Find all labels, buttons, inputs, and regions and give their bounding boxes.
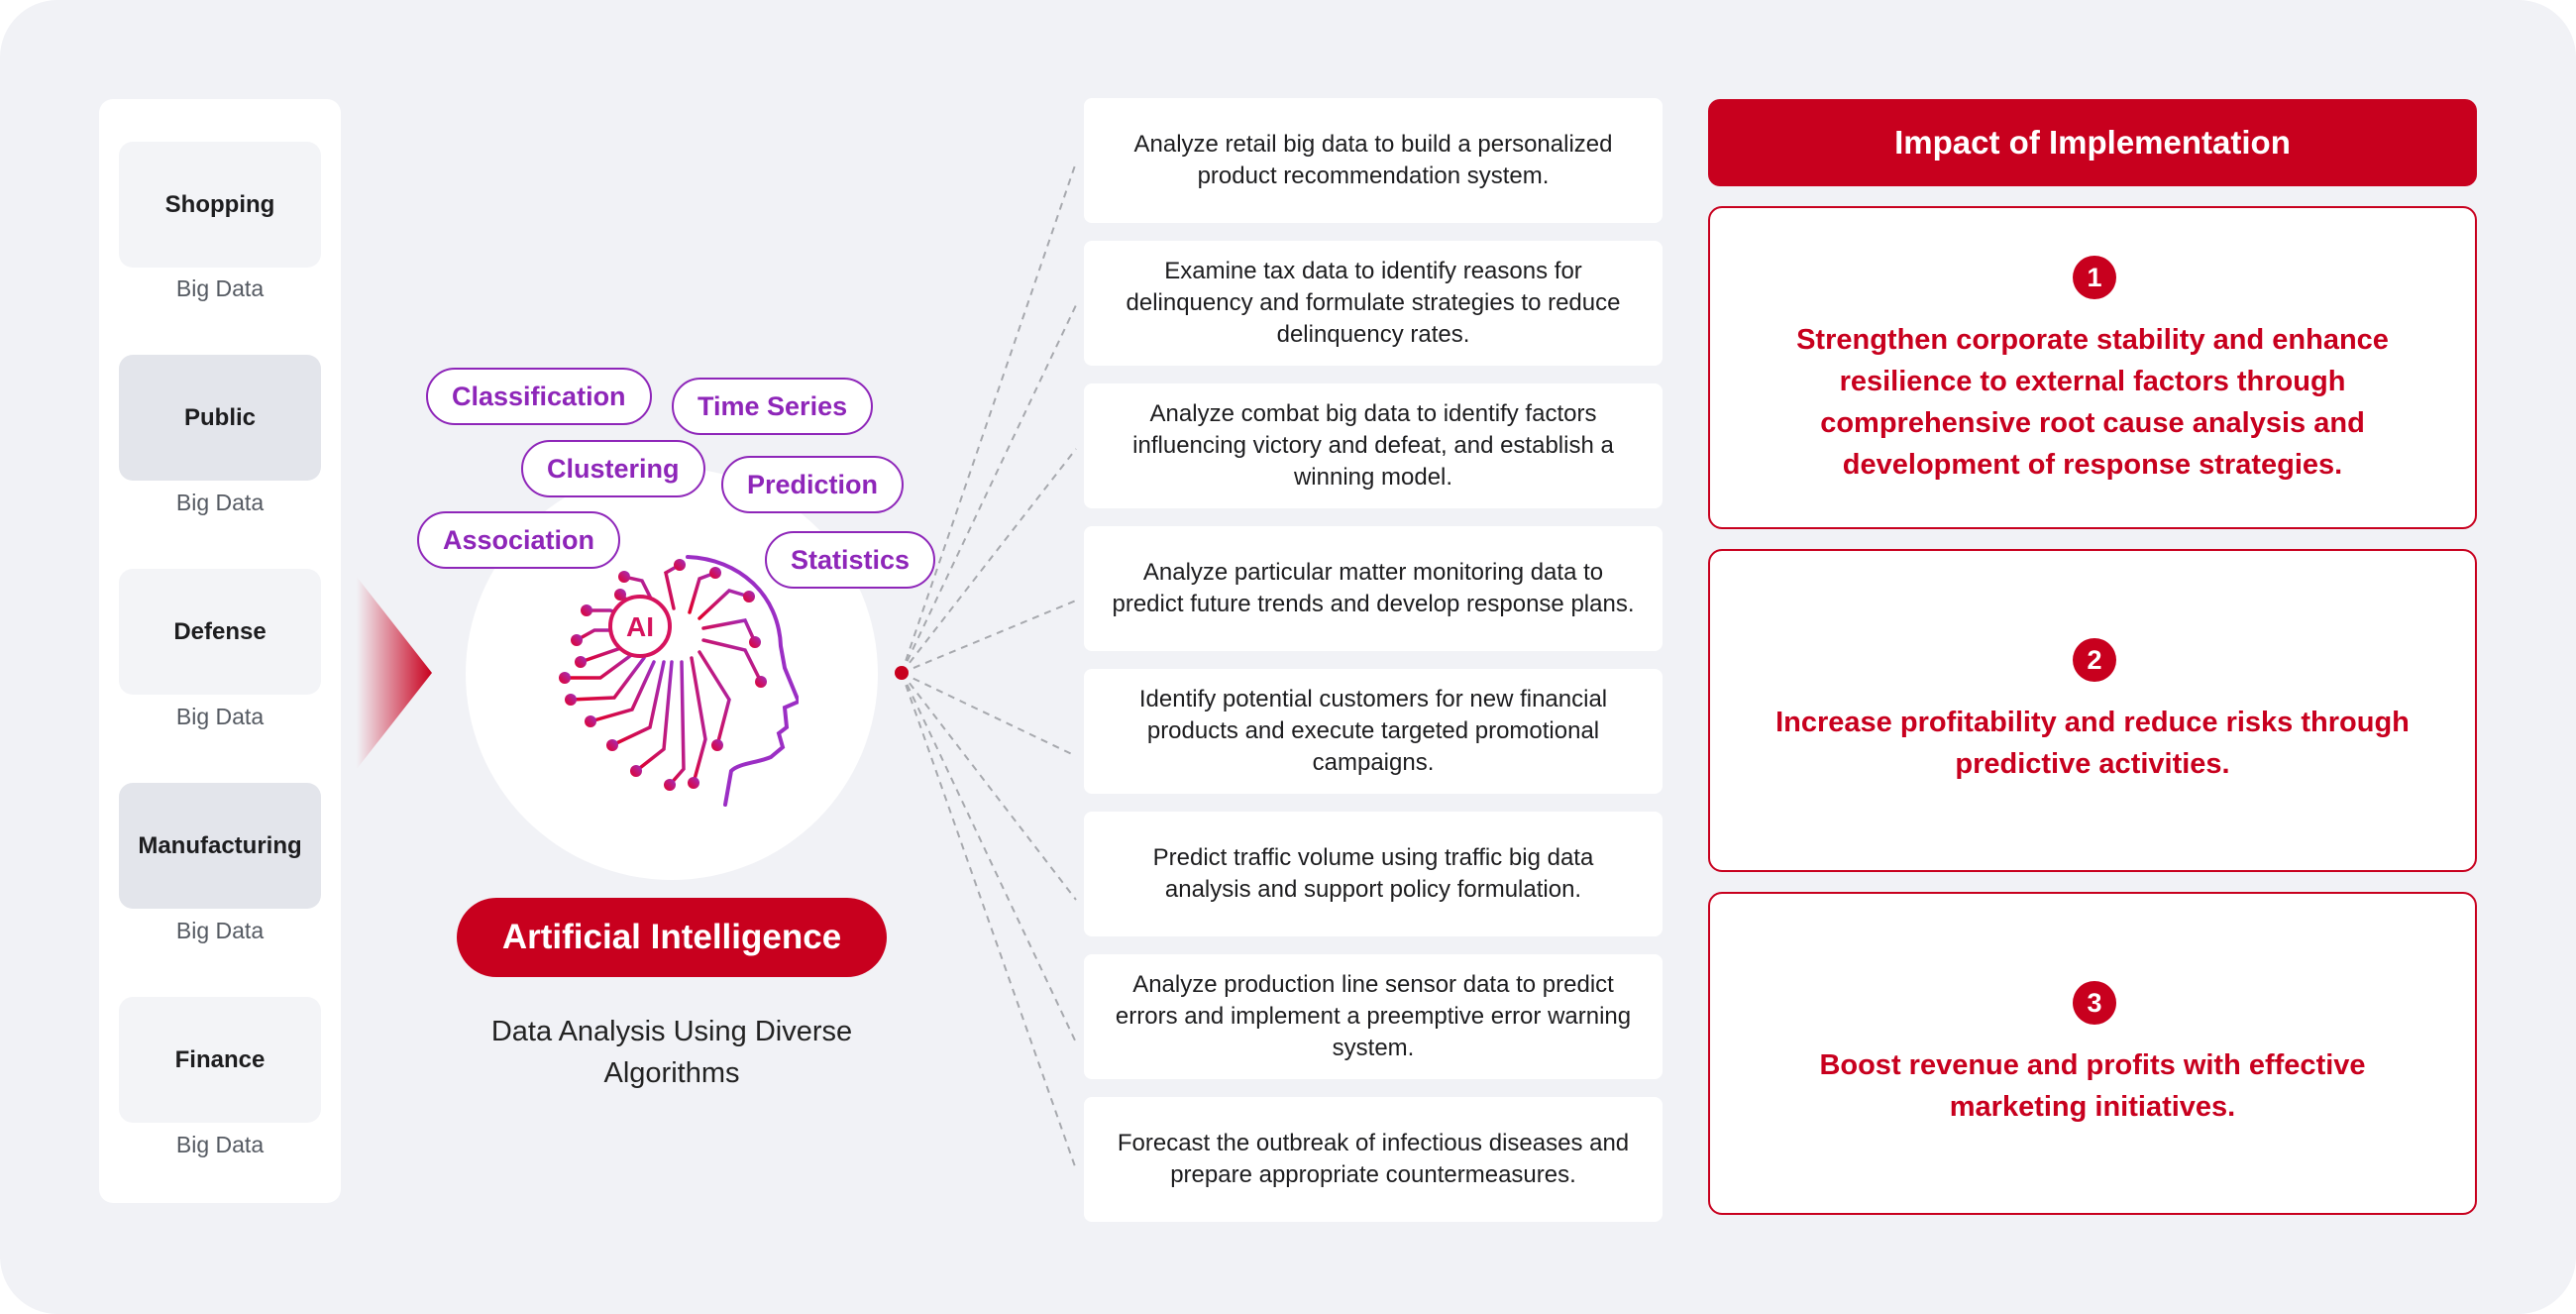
source-box-defense: Defense	[119, 569, 321, 695]
algorithm-pill-classification: Classification	[426, 368, 652, 425]
impact-text: Boost revenue and profits with effective…	[1819, 1049, 2366, 1123]
source-box-public: Public	[119, 355, 321, 481]
source-box-finance: Finance	[119, 997, 321, 1123]
ai-badge-text: AI	[626, 611, 654, 642]
algorithm-pill-clustering: Clustering	[521, 440, 705, 497]
impact-text: Increase profitability and reduce risks …	[1775, 707, 2410, 780]
impact-number-badge: 3	[2073, 981, 2116, 1025]
use-case-item: Predict traffic volume using traffic big…	[1084, 812, 1663, 936]
ai-title: Artificial Intelligence	[457, 898, 887, 977]
impact-header: Impact of Implementation	[1708, 99, 2477, 186]
algorithm-pill-time-series: Time Series	[672, 378, 874, 435]
impact-number-badge: 2	[2073, 638, 2116, 682]
impact-card: 2 Increase profitability and reduce risk…	[1708, 549, 2477, 872]
use-case-item: Analyze production line sensor data to p…	[1084, 954, 1663, 1079]
use-case-item: Identify potential customers for new fin…	[1084, 669, 1663, 794]
source-label-shopping: Big Data	[175, 275, 265, 301]
source-box-shopping: Shopping	[119, 142, 321, 268]
flow-arrow-icon	[357, 577, 432, 769]
algorithm-pill-statistics: Statistics	[765, 531, 936, 589]
source-label-public: Big Data	[175, 490, 265, 515]
impact-text: Strengthen corporate stability and enhan…	[1796, 324, 2389, 481]
ai-subtitle: Data Analysis Using Diverse Algorithms	[490, 1016, 853, 1089]
impact-card: 1 Strengthen corporate stability and enh…	[1708, 206, 2477, 529]
ai-brain-icon: AI	[559, 555, 799, 807]
source-label-manufacturing: Big Data	[175, 918, 265, 943]
impact-number-badge: 1	[2073, 256, 2116, 299]
algorithm-pill-prediction: Prediction	[721, 456, 905, 513]
algorithm-pill-association: Association	[417, 511, 621, 569]
source-label-defense: Big Data	[175, 704, 265, 729]
use-case-item: Examine tax data to identify reasons for…	[1084, 241, 1663, 366]
use-case-item: Analyze particular matter monitoring dat…	[1084, 526, 1663, 651]
connector-origin-dot	[895, 666, 909, 680]
use-case-item: Analyze combat big data to identify fact…	[1084, 383, 1663, 508]
use-case-item: Analyze retail big data to build a perso…	[1084, 98, 1663, 223]
data-sources-panel: Shopping Big Data Public Big Data Defens…	[99, 99, 341, 1203]
use-case-item: Forecast the outbreak of infectious dise…	[1084, 1097, 1663, 1222]
source-box-manufacturing: Manufacturing	[119, 783, 321, 909]
source-label-finance: Big Data	[175, 1132, 265, 1157]
impact-card: 3 Boost revenue and profits with effecti…	[1708, 892, 2477, 1215]
